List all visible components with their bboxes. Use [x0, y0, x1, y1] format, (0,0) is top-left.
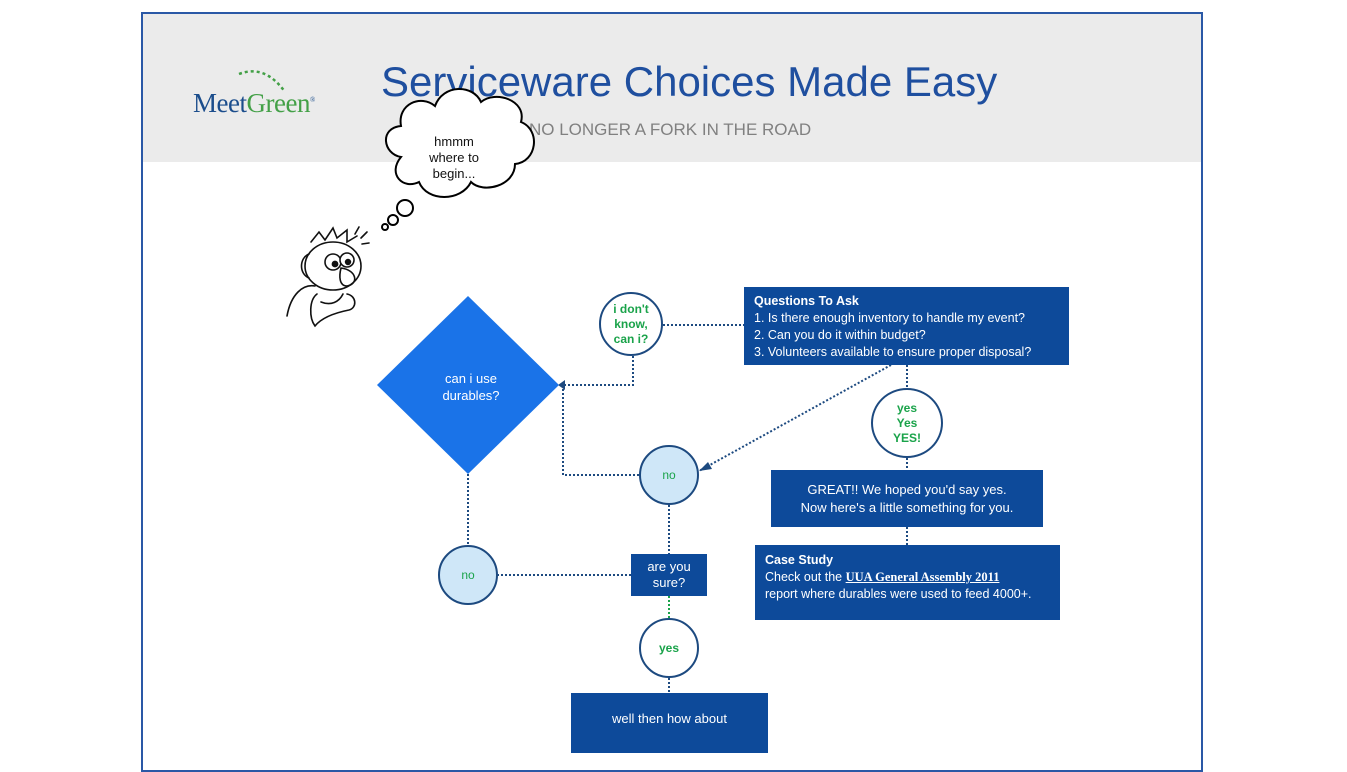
decision-line-2: durables?: [442, 388, 500, 403]
question-item: 3. Volunteers available to ensure proper…: [754, 345, 1032, 359]
page-subtitle: NO LONGER A FORK IN THE ROAD: [529, 120, 812, 139]
sure-line-1: are you: [647, 559, 691, 574]
great-box: GREAT!! We hoped you'd say yes. Now here…: [771, 470, 1043, 527]
no-circle-right: no: [639, 445, 699, 505]
logo-word-green: Green: [246, 88, 310, 118]
are-you-sure-box: are you sure?: [631, 554, 707, 596]
case-study-link[interactable]: UUA General Assembly 2011: [845, 570, 1000, 584]
question-item: 1. Is there enough inventory to handle m…: [754, 311, 1026, 325]
case-study-heading: Case Study: [765, 553, 834, 567]
connector-no-to-decision: [562, 385, 639, 476]
logo-registered-mark: ®: [309, 96, 315, 104]
idk-line-1: i don't: [613, 301, 649, 316]
connector-questions-to-no: [698, 364, 892, 472]
no-left-label: no: [461, 568, 475, 582]
bottom-label: well then how about: [612, 711, 727, 726]
arrowhead-to-no: [699, 462, 712, 471]
question-item: 2. Can you do it within budget?: [754, 328, 926, 342]
thought-line-3: begin...: [432, 166, 476, 181]
header-band: [143, 14, 1201, 162]
idk-circle: i don't know, can i?: [599, 292, 663, 356]
decision-label: can i use durables?: [421, 370, 521, 404]
questions-box: Questions To Ask 1. Is there enough inve…: [744, 287, 1069, 365]
yes-line-3: YES!: [892, 430, 921, 445]
yes-triple-circle: yes Yes YES!: [871, 388, 943, 458]
yes-label: yes: [658, 640, 680, 655]
decision-diamond: [377, 296, 559, 474]
bottom-box: well then how about: [571, 693, 768, 753]
case-study-line-1: Check out the UUA General Assembly 2011: [765, 569, 1050, 586]
questions-heading: Questions To Ask: [754, 294, 859, 308]
flowchart-page: MeetGreen® Serviceware Choices Made Easy…: [141, 12, 1203, 772]
yes-line-1: yes: [896, 400, 917, 415]
connector-idk-to-decision: [565, 356, 634, 386]
case-study-box: Case Study Check out the UUA General Ass…: [755, 545, 1060, 620]
great-line-1: GREAT!! We hoped you'd say yes.: [807, 482, 1007, 497]
great-line-2: Now here's a little something for you.: [800, 499, 1014, 515]
idk-line-3: can i?: [613, 331, 649, 346]
arrowhead-to-decision: [558, 380, 565, 390]
pondering-cartoon-man-icon: [286, 226, 370, 328]
logo-word-meet: Meet: [193, 88, 247, 118]
case-study-text-before: Check out the: [765, 570, 843, 584]
case-study-text-after: report where durables were used to feed …: [765, 587, 1032, 601]
yes-circle: yes: [639, 618, 699, 678]
diagram-canvas: [286, 88, 908, 693]
yes-line-2: Yes: [896, 415, 918, 430]
sure-line-2: sure?: [652, 575, 686, 590]
no-right-label: no: [662, 468, 676, 482]
decision-line-1: can i use: [444, 371, 498, 386]
thought-line-1: hmmm: [434, 134, 474, 149]
no-circle-left: no: [438, 545, 498, 605]
thought-bubble-icon: [381, 88, 535, 231]
logo-arc-icon: [238, 70, 287, 93]
thought-line-2: where to: [429, 150, 479, 165]
meetgreen-logo: MeetGreen®: [193, 88, 315, 119]
page-title: Serviceware Choices Made Easy: [381, 58, 998, 105]
thought-bubble-text: hmmm where to begin...: [413, 134, 495, 182]
idk-line-2: know,: [614, 316, 648, 331]
